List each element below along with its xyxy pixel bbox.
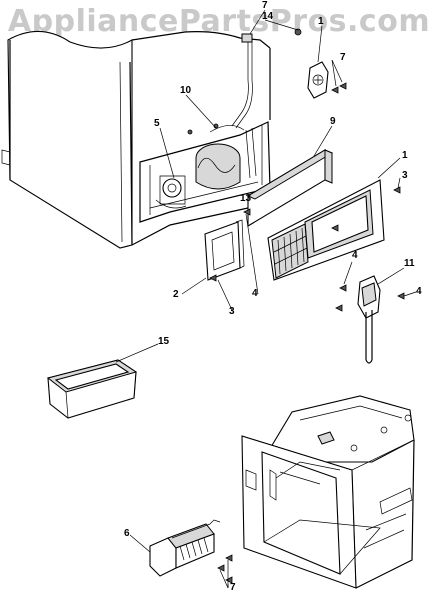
callout-labels: 7 14 1 7 10 5 9 1 3 13 4 11 2 4 4 3 15 6… xyxy=(124,0,422,593)
callout-label: 2 xyxy=(173,289,179,300)
callout-label: 6 xyxy=(124,528,130,539)
callout-label: 15 xyxy=(158,336,170,347)
insulation-pad xyxy=(246,149,334,227)
callout-label: 7 xyxy=(262,0,268,11)
callout-label: 14 xyxy=(262,11,274,22)
callout-label: 4 xyxy=(352,250,358,261)
callout-label: 13 xyxy=(240,193,252,204)
side-panel xyxy=(204,219,245,281)
callout-label: 1 xyxy=(318,16,324,27)
callout-label: 3 xyxy=(229,306,235,317)
wire-harness xyxy=(231,42,249,127)
crisper-tray xyxy=(46,359,138,419)
clip-part xyxy=(241,28,302,43)
cover-panel xyxy=(267,179,385,281)
callout-label: 1 xyxy=(402,150,408,161)
callout-label: 11 xyxy=(404,258,415,269)
callout-label: 7 xyxy=(230,582,236,593)
callout-label: 4 xyxy=(416,286,422,297)
drain-assembly xyxy=(357,275,381,364)
callout-label: 4 xyxy=(252,288,258,299)
refrigerator-cabinet xyxy=(1,30,271,249)
bracket-part xyxy=(307,61,329,99)
screw-icon xyxy=(331,82,347,94)
freezer-housing xyxy=(241,395,415,589)
callout-label: 9 xyxy=(330,116,336,127)
callout-label: 5 xyxy=(154,118,160,129)
leader-lines xyxy=(115,9,417,589)
compressor-compartment xyxy=(139,121,271,223)
callout-label: 10 xyxy=(180,85,192,96)
callout-label: 3 xyxy=(402,170,408,181)
ice-maker xyxy=(149,519,221,577)
callout-label: 7 xyxy=(340,52,346,63)
